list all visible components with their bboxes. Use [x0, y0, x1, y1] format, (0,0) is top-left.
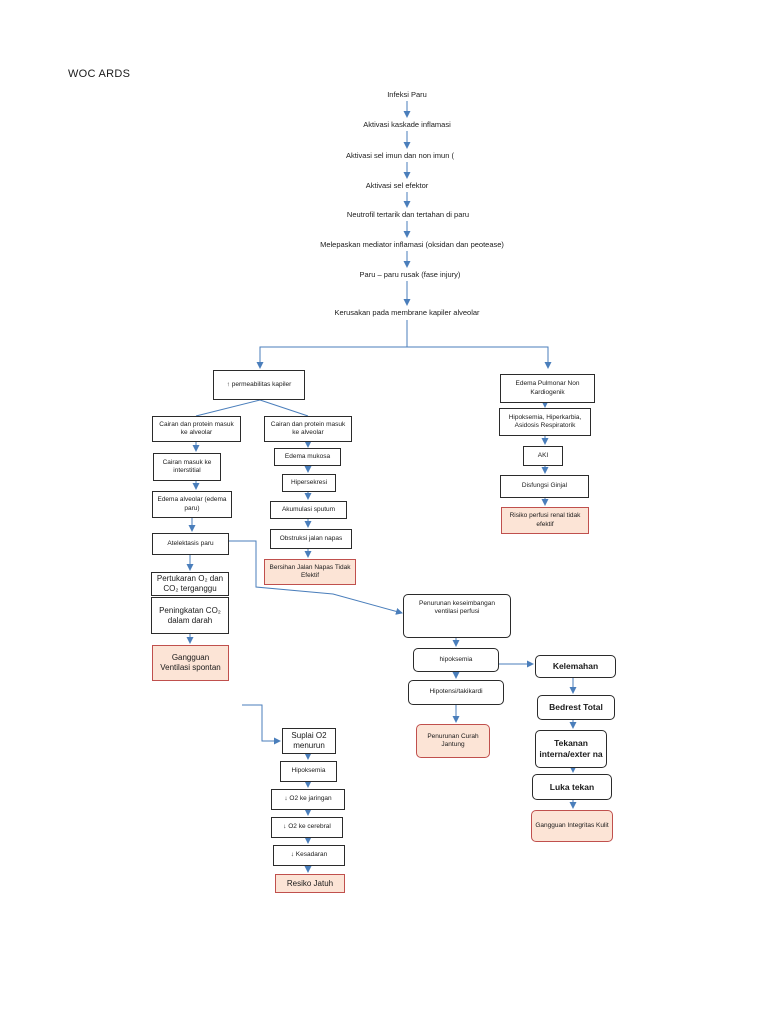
chain-mediator-inflamasi: Melepaskan mediator inflamasi (oksidan d…	[320, 240, 504, 249]
node-kelemahan: Kelemahan	[535, 655, 616, 678]
node-penurunan-curah-jantung: Penurunan Curah Jantung	[416, 724, 490, 758]
node-risiko-perfusi: Risiko perfusi renal tidak efektif	[501, 507, 589, 534]
node-resiko-jatuh: Resiko Jatuh	[275, 874, 345, 893]
node-peningkatan-co2: Peningkatan CO₂ dalam darah	[151, 597, 229, 634]
node-aki: AKI	[523, 446, 563, 466]
node-disfungsi-ginjal: Disfungsi Ginjal	[500, 475, 589, 498]
node-bersihan-jalan-napas: Bersihan Jalan Napas Tidak Efektif	[264, 559, 356, 585]
chain-aktivasi-sel-imun: Aktivasi sel imun dan non imun (	[346, 151, 454, 160]
node-luka-tekan: Luka tekan	[532, 774, 612, 800]
chain-neutrofil: Neutrofil tertarik dan tertahan di paru	[346, 210, 470, 219]
node-obstruksi: Obstruksi jalan napas	[270, 529, 352, 549]
node-hipersekresi: Hipersekresi	[282, 474, 336, 492]
node-hipoksemia-low: Hipoksemia	[280, 761, 337, 782]
node-gangguan-ventilasi: Gangguan Ventilasi spontan	[152, 645, 229, 681]
chain-infeksi-paru: Infeksi Paru	[387, 90, 427, 99]
page-title: WOC ARDS	[68, 68, 131, 80]
node-cairan-alveolar-mid: Cairan dan protein masuk ke alveolar	[264, 416, 352, 442]
node-akumulasi-sputum: Akumulasi sputum	[270, 501, 347, 519]
node-cairan-alveolar-left: Cairan dan protein masuk ke alveolar	[152, 416, 241, 442]
node-o2-jaringan: ↓ O2 ke jaringan	[271, 789, 345, 810]
node-o2-cerebral: ↓ O2 ke cerebral	[271, 817, 343, 838]
node-cairan-interstitial: Cairan masuk ke interstitial	[153, 453, 221, 481]
node-bedrest-total: Bedrest Total	[537, 695, 615, 720]
node-permeabilitas: ↑ permeabilitas kapiler	[213, 370, 305, 400]
node-penurunan-keseimbangan: Penurunan keseimbangan ventilasi perfusi	[403, 594, 511, 638]
chain-paru-rusak: Paru – paru rusak (fase injury)	[359, 270, 461, 279]
node-edema-pulmonar: Edema Pulmonar Non Kardiogenik	[500, 374, 595, 403]
node-pertukaran-gas: Pertukaran O₂ dan CO₂ terganggu	[151, 572, 229, 596]
node-edema-mukosa: Edema mukosa	[274, 448, 341, 466]
node-atelektasis: Atelektasis paru	[152, 533, 229, 555]
node-hipoksemia-hiperkarbia: Hipoksemia, Hiperkarbia, Asidosis Respir…	[499, 408, 591, 436]
node-edema-alveolar: Edema alveolar (edema paru)	[152, 491, 232, 518]
chain-aktivasi-kaskade: Aktivasi kaskade inflamasi	[363, 120, 451, 129]
node-tekanan: Tekanan interna/exter na	[535, 730, 607, 768]
node-suplai-o2: Suplai O2 menurun	[282, 728, 336, 754]
node-gangguan-integritas-kulit: Gangguan Integritas Kulit	[531, 810, 613, 842]
node-hipoksemia-mid: hipoksemia	[413, 648, 499, 672]
chain-aktivasi-sel-efektor: Aktivasi sel efektor	[365, 181, 429, 190]
node-kesadaran: ↓ Kesadaran	[273, 845, 345, 866]
chain-kerusakan-membrane: Kerusakan pada membrane kapiler alveolar	[334, 308, 480, 317]
node-hipotensi: Hipotensi/takikardi	[408, 680, 504, 705]
